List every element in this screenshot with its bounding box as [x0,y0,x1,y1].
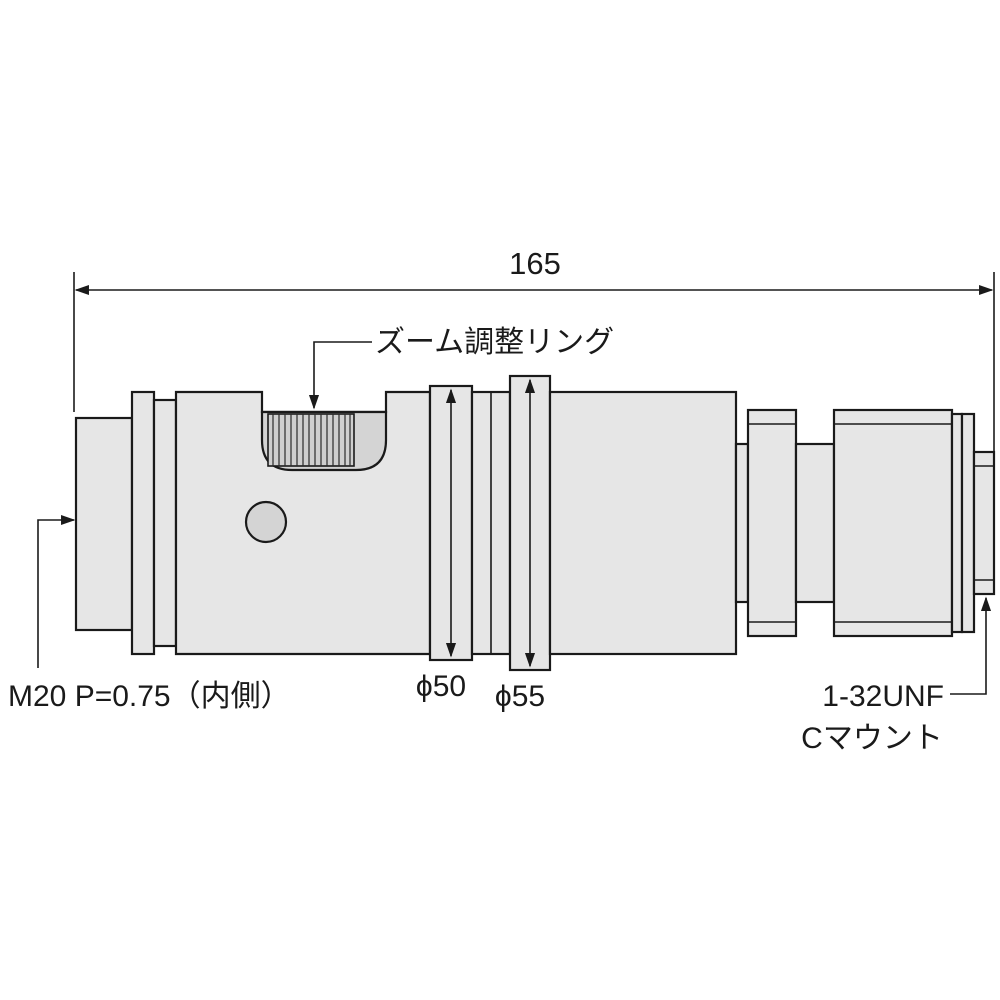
phi50-label: ϕ50 [416,670,466,703]
zoom-ring-knurl [267,413,355,467]
overall-length-dimension: 165 [73,246,995,452]
rear-barrel [548,390,738,656]
front-flange-step [152,398,178,648]
c-mount-thread [972,450,996,596]
neck [734,442,750,604]
small-collar [746,408,798,638]
lens-body [74,374,996,672]
set-screw-hole [244,500,288,544]
rear-housing [832,408,954,638]
zoom-ring-callout: ズーム調整リング [308,326,614,410]
rear-thread-callout: 1-32UNF Cマウント [801,596,992,755]
rear-flange-2 [960,412,976,634]
rear-neck [794,442,836,604]
phi55-label: ϕ55 [495,680,545,713]
front-thread-callout: M20 P=0.75（内側） [8,514,291,713]
zoom-ring-label: ズーム調整リング [375,326,614,359]
front-thread-section [74,416,134,632]
front-flange [130,390,156,656]
overall-length-value: 165 [509,246,561,281]
rear-thread-label-1: 1-32UNF [822,680,944,713]
front-thread-label: M20 P=0.75（内側） [8,680,291,713]
rear-thread-label-2: Cマウント [801,722,943,755]
rear-flange-1 [950,412,964,634]
